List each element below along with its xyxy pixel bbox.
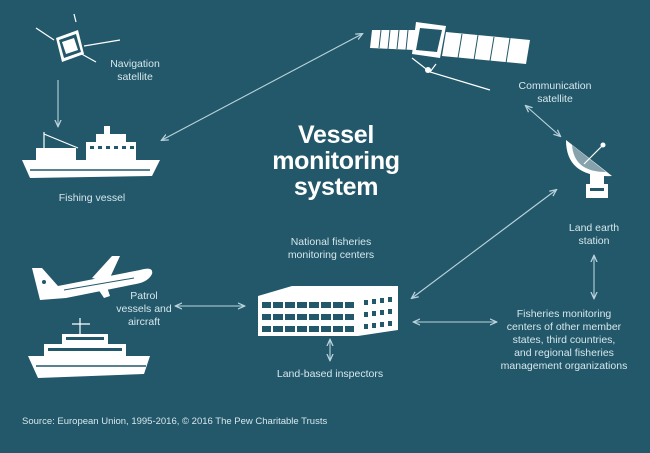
label-national-centers: National fisheries monitoring centers	[266, 236, 396, 262]
label-line: and regional fisheries	[514, 347, 614, 359]
satellite-dish-icon	[566, 140, 612, 198]
label-other-centers: Fisheries monitoring centers of other me…	[494, 308, 634, 373]
label-patrol: Patrol vessels and aircraft	[112, 290, 176, 329]
label-line: Fisheries monitoring	[516, 308, 612, 320]
label-line: Land-based inspectors	[276, 368, 384, 380]
label-line: station	[578, 235, 610, 247]
label-line: Land earth	[568, 222, 620, 234]
arrow-center-station	[412, 190, 556, 298]
label-navigation-satellite: Navigation satellite	[100, 58, 170, 84]
patrol-boat-icon	[28, 318, 150, 378]
label-line: Fishing vessel	[58, 192, 126, 204]
arrow-vessel-comm	[162, 34, 362, 140]
label-line: Patrol	[130, 290, 158, 302]
label-line: monitoring centers	[287, 249, 375, 261]
label-line: satellite	[117, 71, 153, 83]
arrow-comm-station	[526, 106, 560, 136]
communication-satellite-icon	[370, 22, 530, 91]
label-line: satellite	[537, 93, 573, 105]
fishing-vessel-icon	[22, 126, 160, 178]
title-line: monitoring	[272, 147, 400, 175]
label-line: aircraft	[127, 316, 161, 328]
title-line: system	[293, 173, 379, 201]
label-line: Navigation	[110, 58, 160, 70]
page-title: Vessel monitoring system	[226, 122, 446, 200]
source-note: Source: European Union, 1995-2016, © 201…	[22, 416, 328, 427]
label-communication-satellite: Communication satellite	[510, 80, 600, 106]
label-fishing-vessel: Fishing vessel	[42, 192, 142, 205]
navigation-satellite-icon	[35, 13, 121, 63]
label-line: vessels and	[116, 303, 172, 315]
title-line: Vessel	[297, 121, 375, 149]
aircraft-icon	[32, 256, 153, 300]
label-line: centers of other member	[506, 321, 622, 333]
building-icon	[258, 286, 398, 336]
connector-arrows	[58, 34, 594, 360]
label-line: management organizations	[500, 360, 628, 372]
label-land-inspectors: Land-based inspectors	[262, 368, 398, 381]
label-land-earth-station: Land earth station	[556, 222, 632, 248]
label-line: National fisheries	[290, 236, 372, 248]
label-line: Communication	[518, 80, 592, 92]
label-line: states, third countries,	[512, 334, 616, 346]
